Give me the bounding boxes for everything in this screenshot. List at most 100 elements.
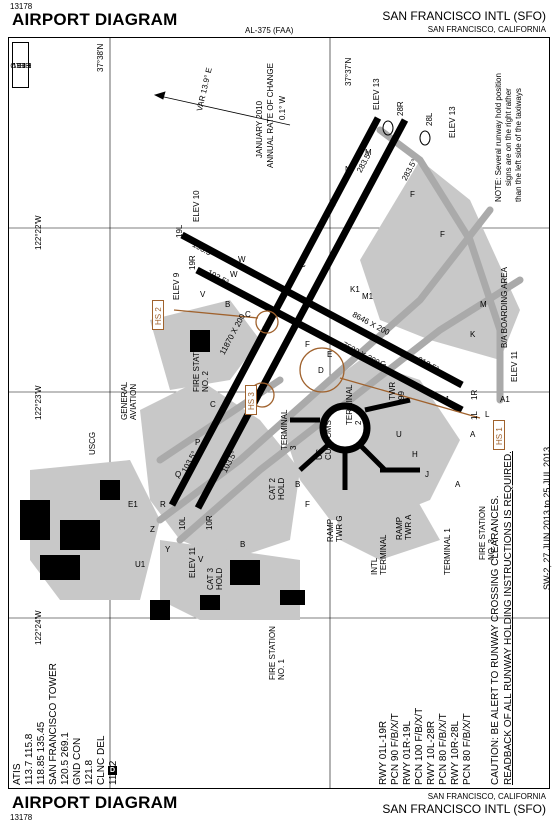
taxiway-label: K [470,330,476,339]
taxiway-label: U [396,430,402,439]
terminal-3-label: TERMINAL 3 [280,409,298,450]
tower-label: TWR 99 [388,381,406,400]
taxiway-label: C [300,260,306,269]
hotspot-1-box: HS 1 [493,420,505,450]
runway-10r-label: 10R [205,515,214,530]
location-bottom: SAN FRANCISCO, CALIFORNIA [427,792,546,801]
elev-word: ELEV [448,117,457,138]
airport-name-bottom: SAN FRANCISCO INTL (SFO) [382,802,546,816]
taxiway-label: H [412,450,418,459]
tower-freq: 120.5 269.1 [60,732,71,785]
taxiway-label: B [225,300,231,309]
taxiway-label: A [455,480,461,489]
variation-date: JANUARY 2010 [255,100,264,158]
elev-word: ELEV [372,89,381,110]
runway-end-circle [382,120,394,136]
taxiway-label: R [160,500,166,509]
pier [358,443,387,472]
hotspot-3-label: HS 3 [247,392,256,410]
north-arrowhead [153,91,166,100]
taxiway-label: E1 [128,500,138,509]
east-taxi-area [360,160,520,360]
location-top: SAN FRANCISCO, CALIFORNIA [427,25,546,34]
taxiway-label: U1 [135,560,146,569]
taxiway-label: B [295,480,301,489]
elev-word: ELEV [510,361,519,382]
atis-freq: 113.7 115.8 [24,733,35,785]
taxiway-label: N [345,165,351,174]
ground-label: GND CON [72,737,83,785]
taxiway-label: D [318,366,324,375]
pcn-val-4: PCN 80 F/B/X/T [462,713,473,785]
taxiway-label: F [305,500,310,509]
pier [364,397,411,413]
runway-28r-label: 28R [396,101,405,116]
note-line-2: signs are on the right rather [504,88,513,186]
tower-name: SAN FRANCISCO TOWER [48,663,59,785]
taxiway-label: S [262,325,268,334]
runway-10l-label: 10L [178,516,187,530]
taxiway-label: Y [165,545,171,554]
taxiway-label: F [305,340,310,349]
taxiway-label: M [365,148,372,157]
elev-label-5: ELEV 11 [188,547,197,578]
general-aviation-label: GENERAL AVIATION [120,382,138,420]
taxiway-label: Q [175,470,182,479]
note-line-1: NOTE: Several runway hold position [494,73,503,202]
taxiway-label: V [198,555,204,564]
taxiway-label: G [380,360,387,369]
pcn-rwy-3: RWY 10L-28R [426,720,437,785]
taxiway-label: W [230,270,238,279]
building [60,520,100,550]
taxiway-label: J [425,470,429,479]
elev-value: 10 [192,190,201,200]
elev-label-6: ELEV 13 [448,106,457,138]
runway-19r-label: 19R [188,255,197,270]
north-arrow [154,94,291,126]
intl-apron [330,470,440,560]
faa-code: AL-375 (FAA) [245,26,294,35]
taxiway-label: C [330,200,336,209]
lon-label-1: 122°22'W [34,215,43,250]
chart-id-bottom: 13178 [10,813,33,822]
building [230,560,260,585]
hotspot-2-box: HS 2 [152,300,164,330]
elev-value: 11 [188,546,197,556]
taxiway-label: V [200,290,206,299]
runway-1r-19l [180,231,464,389]
edition-right: SW-2, 27 JUN 2013 to 25 JUL 2013 [542,446,552,590]
taxiway-label: W [238,255,246,264]
terminal-1-label: TERMINAL 1 [443,528,452,575]
taxiway-label: B [240,540,246,549]
runway-19l-label: 19L [175,224,184,238]
pcn-rwy-4: RWY 10R-28L [450,720,461,785]
taxiway-label: A [470,430,476,439]
taxiway-label: F [410,190,415,199]
taxiway-east-loop [376,126,504,404]
runway-28l-10r [194,118,409,510]
runway-end-circle [419,130,431,146]
building [190,330,210,352]
chart-title-bottom: AIRPORT DIAGRAM [12,793,178,812]
runway-1l-label: 1L [470,411,479,420]
elev-label-4: ELEV 9 [172,273,181,300]
chart-id-top: 13178 [10,2,33,11]
taxiway-label: M [480,300,487,309]
taxiway-label: E [327,350,333,359]
terminal-2-label: TERMINAL 2 [345,384,363,425]
atis-label: ATIS [12,763,23,785]
ground-freq: 121.8 [84,759,95,785]
elev-word: ELEV [192,201,201,222]
pier [298,443,330,472]
taxiway-b [176,276,524,544]
taxiway-label: A1 [440,395,450,404]
hotspot-2-label: HS 2 [154,307,163,325]
pcn-val-2: PCN 100 F/B/X/T [414,707,425,785]
taxiway-label: P [195,438,201,447]
building [280,590,305,605]
building [200,595,220,610]
ramp-tower-a-label: RAMP TWR A [395,514,413,540]
airport-name-top: SAN FRANCISCO INTL (SFO) [382,9,546,23]
runway-1r-label: 1R [470,389,479,400]
hotspot-2-circle [255,310,279,334]
